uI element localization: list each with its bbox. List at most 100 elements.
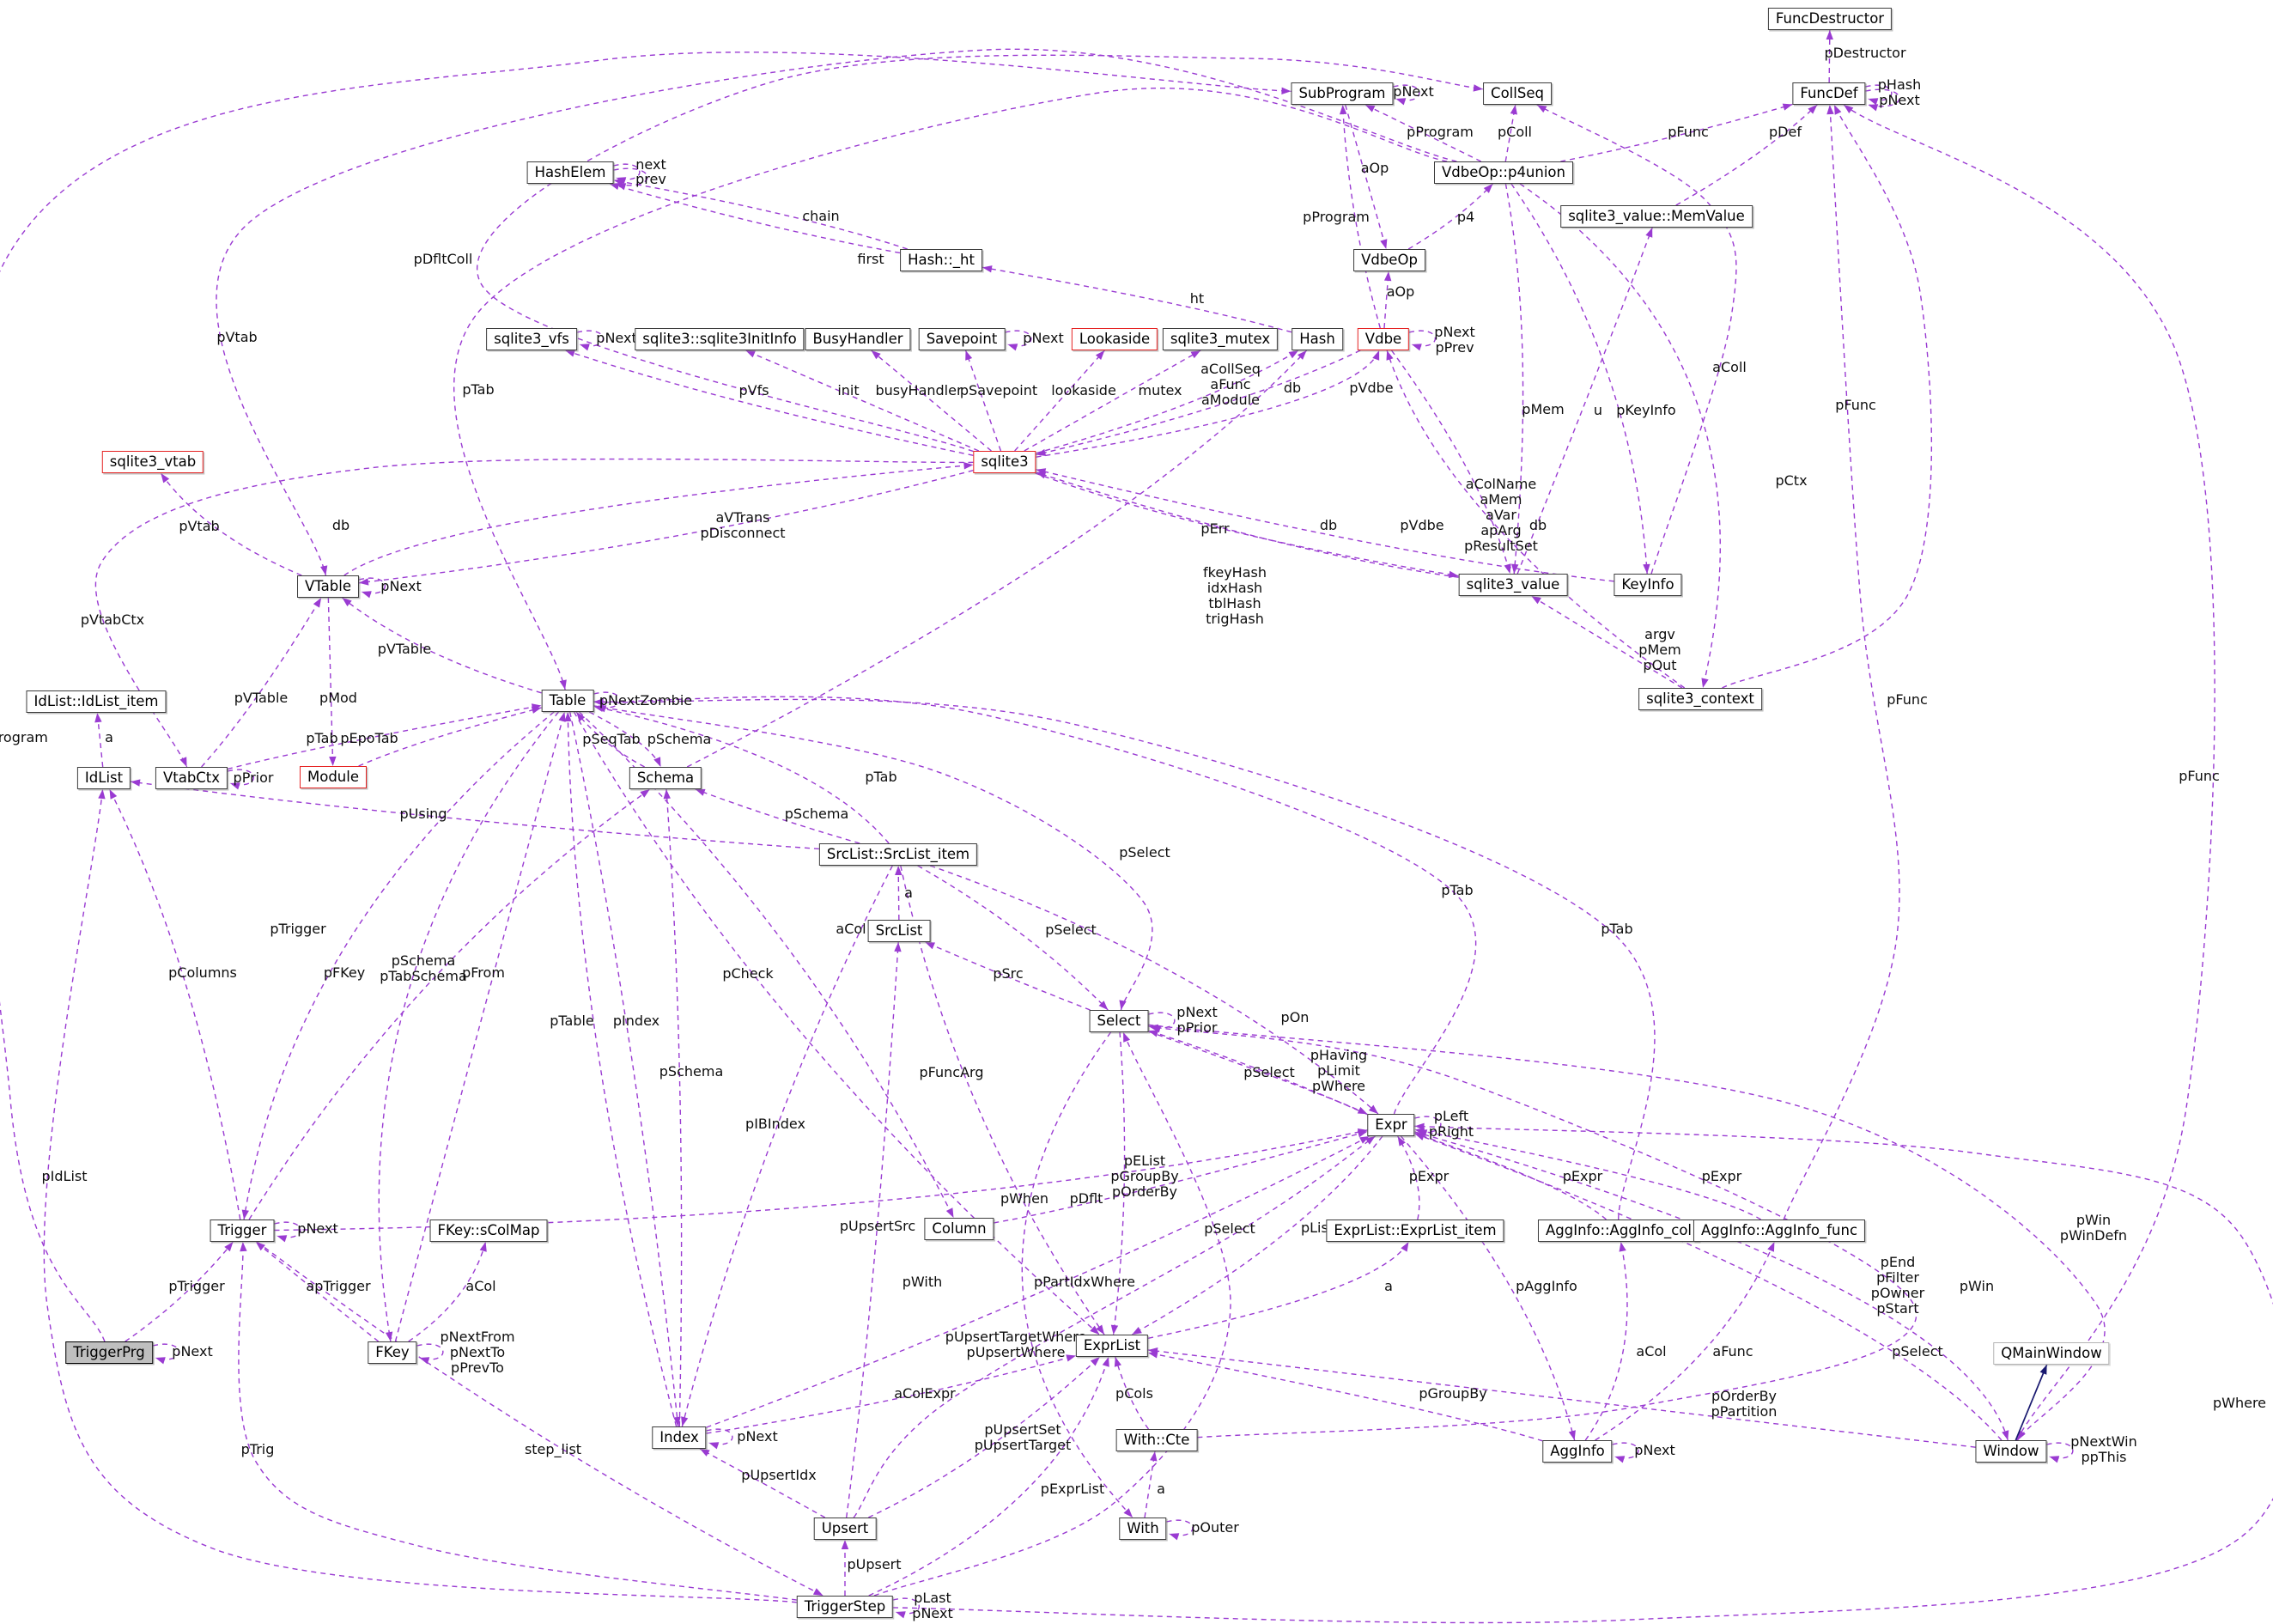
edge-SrcList_item-ExprList (900, 865, 1105, 1335)
node-VtabCtx[interactable]: VtabCtx (155, 767, 228, 789)
node-BusyHandler[interactable]: BusyHandler (805, 328, 911, 350)
node-Column[interactable]: Column (924, 1218, 994, 1240)
node-SrcList[interactable]: SrcList (867, 920, 931, 942)
edge-Vdbe-sqlite3 (1036, 350, 1361, 457)
edge-Trigger-TriggerStep (256, 1241, 824, 1597)
edge-Select-ExprList (1110, 1031, 1126, 1335)
edge-Schema-Hash (686, 350, 1308, 768)
node-TriggerStep[interactable]: TriggerStep (796, 1596, 894, 1618)
edge-ExprList-ExprList_item (1147, 1241, 1410, 1339)
edge-Upsert-SrcList (846, 941, 902, 1518)
edge-Index-Expr (706, 1135, 1370, 1428)
node-IdList[interactable]: IdList (76, 767, 131, 789)
edge-sqlite3-sqlite3_mutex (1024, 350, 1201, 452)
node-sqlite3[interactable]: sqlite3 (973, 451, 1036, 473)
edge-sqlite3-CollSeq (477, 54, 1484, 453)
edge-Expr-AggInfo (1400, 1135, 1576, 1441)
edge-Expr-Window (1414, 1131, 2009, 1441)
edge-SubProgram-VdbeOp (1345, 104, 1388, 250)
edge-Index-Schema (663, 788, 683, 1427)
edge-Module-Table (358, 706, 542, 767)
node-FKey_sColMap[interactable]: FKey::sColMap (429, 1220, 548, 1242)
node-VdbeOp[interactable]: VdbeOp (1353, 249, 1425, 271)
node-Module[interactable]: Module (300, 766, 367, 788)
node-TriggerPrg[interactable]: TriggerPrg (65, 1341, 153, 1364)
node-VTable[interactable]: VTable (297, 575, 359, 598)
edge-Table-Column (579, 711, 955, 1219)
node-MemValue[interactable]: sqlite3_value::MemValue (1560, 205, 1753, 228)
node-AggInfo[interactable]: AggInfo (1542, 1440, 1613, 1463)
node-VdbeOp_p4union[interactable]: VdbeOp::p4union (1434, 161, 1573, 184)
node-SrcList_item[interactable]: SrcList::SrcList_item (818, 843, 978, 866)
node-Table[interactable]: Table (541, 690, 594, 712)
edge-Expr-Select (1148, 1030, 1368, 1116)
node-sqlite3_vfs[interactable]: sqlite3_vfs (486, 328, 577, 350)
node-FKey[interactable]: FKey (368, 1341, 417, 1364)
node-Hash_ht[interactable]: Hash::_ht (900, 249, 982, 271)
edge-sqlite3_context-FuncDef (1722, 104, 1933, 689)
edge-ExprList_item-Expr (1397, 1135, 1420, 1220)
edge-Upsert-Expr (853, 1135, 1376, 1518)
edge-TriggerStep-Upsert (841, 1540, 849, 1596)
edge-TriggerStep-self (892, 1597, 920, 1619)
node-Expr[interactable]: Expr (1367, 1114, 1415, 1136)
edge-VtabCtx-Table (227, 703, 542, 770)
node-sqlite3_context[interactable]: sqlite3_context (1638, 688, 1762, 710)
edge-With_Cte-Select (1148, 1024, 1917, 1438)
node-KeyInfo[interactable]: KeyInfo (1614, 574, 1682, 596)
node-ExprList[interactable]: ExprList (1075, 1335, 1149, 1357)
edge-VdbeOp-VdbeOp_p4union (1407, 183, 1493, 250)
edge-With-With_Cte (1144, 1451, 1158, 1518)
node-HashElem[interactable]: HashElem (526, 161, 614, 184)
edge-VdbeOp_p4union-sqlite3_value (1504, 183, 1524, 575)
node-CollSeq[interactable]: CollSeq (1483, 82, 1552, 105)
node-Hash[interactable]: Hash (1291, 328, 1343, 350)
edge-VdbeOp_p4union-KeyInfo (1510, 183, 1650, 575)
edge-Window-ExprList (1147, 1347, 1976, 1448)
edge-IdList-IdList_item (94, 712, 104, 768)
edge-Table-VTable (342, 597, 542, 694)
edge-Trigger-IdList (108, 788, 241, 1220)
node-AggInfo_func[interactable]: AggInfo::AggInfo_func (1693, 1220, 1866, 1242)
node-FuncDestructor[interactable]: FuncDestructor (1767, 8, 1893, 30)
node-IdList_item[interactable]: IdList::IdList_item (26, 690, 167, 713)
edge-AggInfo_func-FuncDef (1783, 104, 1900, 1220)
edge-Upsert-Index (699, 1448, 826, 1518)
node-Index[interactable]: Index (652, 1426, 707, 1449)
node-Vdbe[interactable]: Vdbe (1357, 328, 1410, 350)
edge-VTable-sqlite3 (343, 462, 974, 576)
edge-sqlite3_value-sqlite3 (1036, 471, 1459, 578)
node-QMainWindow[interactable]: QMainWindow (1993, 1342, 2110, 1365)
edge-VTable-self (358, 577, 386, 599)
edge-VtabCtx-VTable (201, 597, 322, 768)
node-AggInfo_col[interactable]: AggInfo::AggInfo_col (1537, 1220, 1700, 1242)
edge-VdbeOp_p4union-Table (453, 88, 1448, 690)
edge-SrcList-SrcList_item (895, 865, 903, 921)
node-Select[interactable]: Select (1089, 1010, 1149, 1032)
node-Lookaside[interactable]: Lookaside (1071, 328, 1158, 350)
edge-With-self (1166, 1519, 1194, 1541)
node-Trigger[interactable]: Trigger (210, 1220, 275, 1242)
edge-Hash_ht-HashElem (609, 182, 901, 254)
edge-Select-SrcList (924, 941, 1091, 1011)
node-sqlite3_mutex[interactable]: sqlite3_mutex (1162, 328, 1279, 350)
edge-Index-Table (564, 711, 678, 1427)
edge-sqlite3_value-MemValue (1516, 227, 1653, 575)
node-Schema[interactable]: Schema (629, 767, 702, 789)
node-ExprList_item[interactable]: ExprList::ExprList_item (1326, 1220, 1504, 1242)
node-sqlite3InitInfo[interactable]: sqlite3::sqlite3InitInfo (635, 328, 805, 350)
edge-Column-Expr (994, 1130, 1368, 1224)
node-FuncDef[interactable]: FuncDef (1792, 82, 1866, 105)
node-sqlite3_value[interactable]: sqlite3_value (1458, 574, 1568, 596)
node-Upsert[interactable]: Upsert (813, 1518, 877, 1540)
node-With[interactable]: With (1119, 1518, 1167, 1540)
edge-VdbeOp_p4union-sqlite3_context (1519, 183, 1721, 689)
node-Window[interactable]: Window (1975, 1440, 2047, 1463)
node-With_Cte[interactable]: With::Cte (1115, 1429, 1198, 1451)
edge-sqlite3-Savepoint (964, 350, 1002, 452)
edge-Vdbe-SubProgram (1339, 104, 1381, 329)
node-Savepoint[interactable]: Savepoint (918, 328, 1006, 350)
node-sqlite3_vtab[interactable]: sqlite3_vtab (101, 451, 204, 473)
edge-sqlite3_context-Vdbe (1386, 350, 1686, 689)
node-SubProgram[interactable]: SubProgram (1291, 82, 1394, 105)
